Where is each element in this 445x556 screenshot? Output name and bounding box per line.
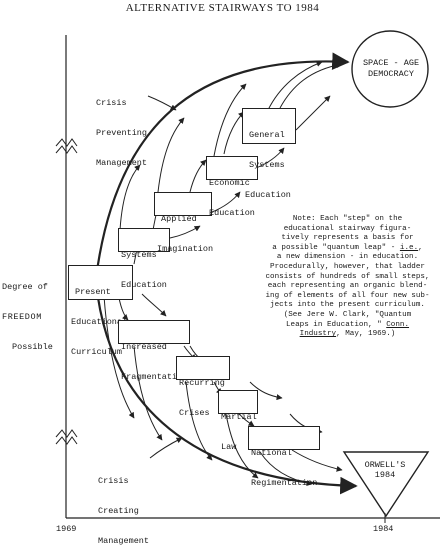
- space-age-democracy-label: SPACE - AGE DEMOCRACY: [351, 58, 431, 80]
- year-end-label: 1984: [373, 524, 394, 534]
- note-line8: each representing an organic blend-: [267, 282, 428, 291]
- axis-break-bottom: [55, 429, 78, 445]
- step-general-systems-line2: Systems: [249, 160, 285, 170]
- y-axis-label-line1: Degree of: [2, 282, 48, 292]
- note-line4c: ,: [418, 243, 423, 252]
- orwells-1984-label: ORWELL'S 1984: [355, 460, 415, 480]
- note-line12a: Leaps in Education, ": [285, 320, 387, 329]
- lower-label-arrow: [149, 437, 183, 459]
- upper-curve-label-line2: Preventing: [96, 128, 148, 138]
- note-line6: Procedurally, however, that ladder: [270, 262, 425, 271]
- step-systems-education-line1: Systems: [121, 250, 157, 260]
- step-systems-education: Systems Education: [118, 228, 170, 290]
- note-line13b: , May, 1969.): [336, 330, 396, 339]
- step-national-regimentation-line1: National: [251, 448, 292, 458]
- y-axis-label: Degree of FREEDOM Possible: [2, 262, 53, 362]
- step-applied-imagination-line2: Imagination: [157, 244, 214, 254]
- note-line13: Industry, May, 1969.): [255, 330, 440, 340]
- step-martial-law-line1: Martial: [221, 412, 257, 422]
- orwell-line1: ORWELL'S: [364, 460, 406, 470]
- upper-curve-label: Crisis Preventing Management: [96, 78, 147, 178]
- note-line12: Leaps in Education, " Conn.: [255, 321, 440, 331]
- orwell-triangle: [342, 451, 430, 518]
- lower-curve-label-line2: Creating: [98, 506, 139, 516]
- upper-curve-label-line3: Management: [96, 158, 148, 168]
- step-increased-fragmentation-line1: Increased: [121, 342, 167, 352]
- note-line7: consists of hundreds of small steps,: [265, 272, 430, 281]
- year-start-label: 1969: [56, 524, 77, 534]
- step-martial-law-line2: Law: [221, 442, 237, 452]
- step-recurring-crises-line1: Recurring: [179, 378, 225, 388]
- present-curriculum-line1: Present: [75, 287, 111, 297]
- step-general-systems-education: General Systems Education: [242, 108, 296, 200]
- note-line5: a new dimension - in education.: [276, 253, 419, 262]
- note-line13a: Industry: [299, 330, 337, 339]
- step-martial-law: Martial Law: [218, 390, 258, 452]
- y-axis-label-line3: Possible: [12, 342, 53, 352]
- step-applied-imagination-line1: Applied: [161, 214, 197, 224]
- explanatory-note: Note: Each "step" on the educational sta…: [255, 215, 440, 340]
- diagram-title: ALTERNATIVE STAIRWAYS TO 1984: [125, 2, 320, 14]
- note-line4b: i.e.: [399, 243, 419, 252]
- present-curriculum-line3: Curriculum: [71, 347, 123, 357]
- axis-break-top: [55, 138, 78, 154]
- space-age-circle: [351, 30, 429, 108]
- lower-curve-label: Crisis Creating Management: [98, 456, 149, 556]
- note-line4a: a possible "quantum leap" -: [272, 243, 400, 252]
- step-economic-education-line1: Economic: [209, 178, 250, 188]
- note-line11: (See Jere W. Clark, "Quantum: [283, 310, 412, 319]
- step-increased-fragmentation-line2: Fragmentation: [121, 372, 188, 382]
- orwell-line2: 1984: [374, 470, 396, 480]
- step-general-systems-line1: General: [249, 130, 285, 140]
- space-age-line1: SPACE - AGE: [362, 58, 420, 68]
- step-general-systems-line3: Education: [245, 190, 291, 200]
- note-line9: ing of elements of all four new sub-: [265, 291, 430, 300]
- y-axis-label-line2: FREEDOM: [2, 312, 42, 322]
- step-recurring-crises-line2: Crises: [179, 408, 210, 418]
- space-age-line2: DEMOCRACY: [368, 69, 414, 79]
- step-increased-fragmentation: Increased Fragmentation: [118, 320, 190, 382]
- step-national-regimentation: National Regimentation: [248, 426, 320, 488]
- step-recurring-crises: Recurring Crises: [176, 356, 230, 418]
- step-economic-education-line2: Education: [209, 208, 255, 218]
- upper-curve-label-line1: Crisis: [96, 98, 127, 108]
- upper-arc: [94, 52, 350, 279]
- note-line3: tively represents a basis for: [281, 234, 414, 243]
- upper-label-arrow: [147, 95, 177, 111]
- present-curriculum-box: Present Educational Curriculum: [68, 265, 133, 357]
- note-line1: Note: Each "step" on the: [292, 215, 403, 223]
- note-line10: jects into the present curriculum.: [270, 301, 425, 310]
- step-economic-education: Economic Education: [206, 156, 258, 218]
- note-line4: a possible "quantum leap" - i.e.,: [255, 244, 440, 254]
- present-curriculum-line2: Educational: [71, 317, 128, 327]
- step-national-regimentation-line2: Regimentation: [251, 478, 318, 488]
- step-applied-imagination: Applied Imagination: [154, 192, 213, 254]
- lower-curve-label-line1: Crisis: [98, 476, 129, 486]
- note-line12b: Conn.: [386, 320, 410, 329]
- note-line2: educational stairway figura-: [283, 224, 412, 233]
- step-systems-education-line2: Education: [121, 280, 167, 290]
